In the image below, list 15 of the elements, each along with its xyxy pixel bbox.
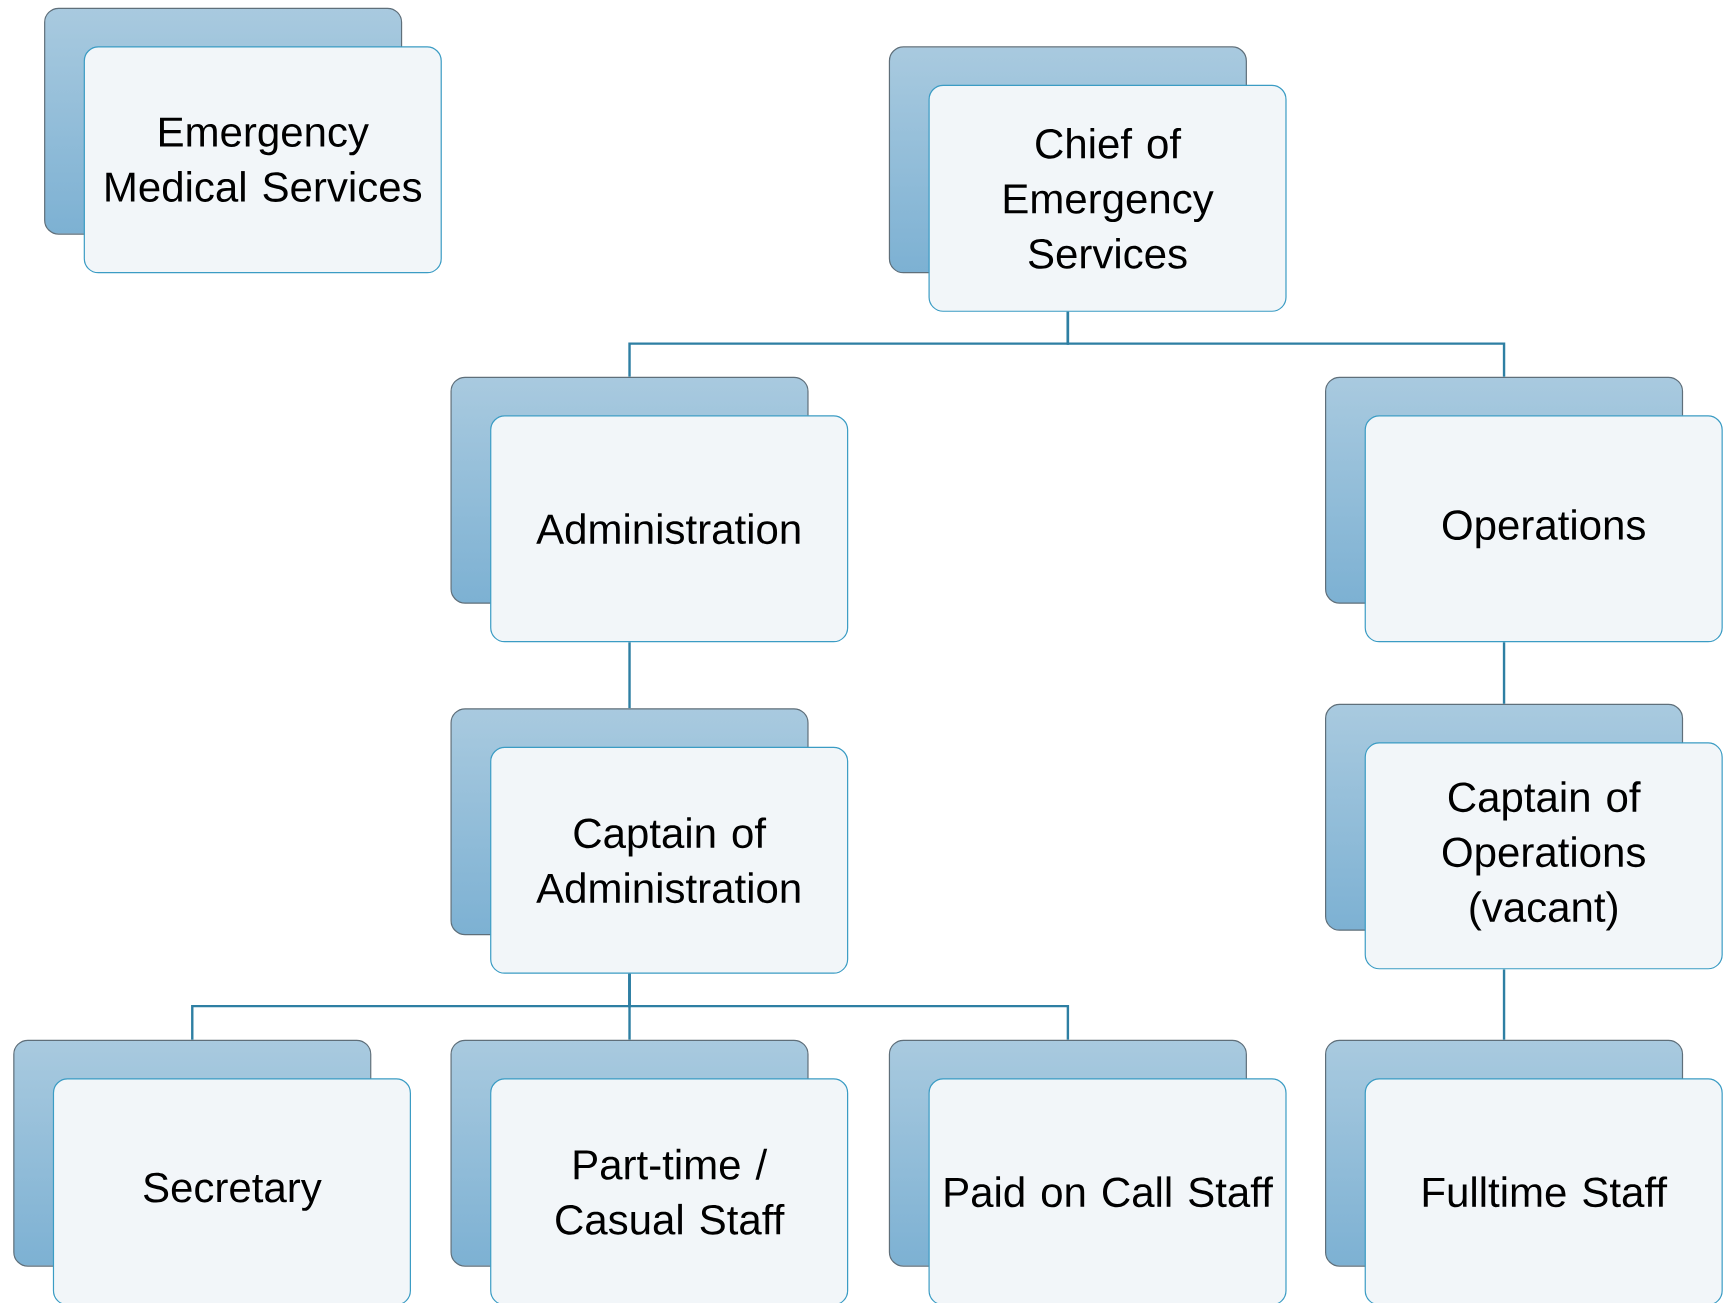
org-card: Part-time / Casual Staff — [450, 1039, 849, 1303]
org-card: Captain of Administration — [450, 708, 849, 974]
connector-line — [628, 973, 1070, 1040]
connector-line — [1066, 311, 1506, 377]
connector-line — [1502, 642, 1506, 704]
org-card: Emergency Medical Services — [44, 7, 442, 274]
org-card: Fulltime Staff — [1325, 1039, 1723, 1303]
org-card: Secretary — [13, 1039, 411, 1303]
org-card: Chief of Emergency Services — [888, 46, 1287, 312]
org-card: Captain of Operations (vacant) — [1325, 703, 1723, 970]
connector-line — [628, 642, 631, 709]
connector-line — [1502, 969, 1506, 1040]
org-card: Paid on Call Staff — [888, 1039, 1287, 1303]
org-card: Operations — [1325, 376, 1723, 643]
org-card: Administration — [450, 376, 849, 643]
